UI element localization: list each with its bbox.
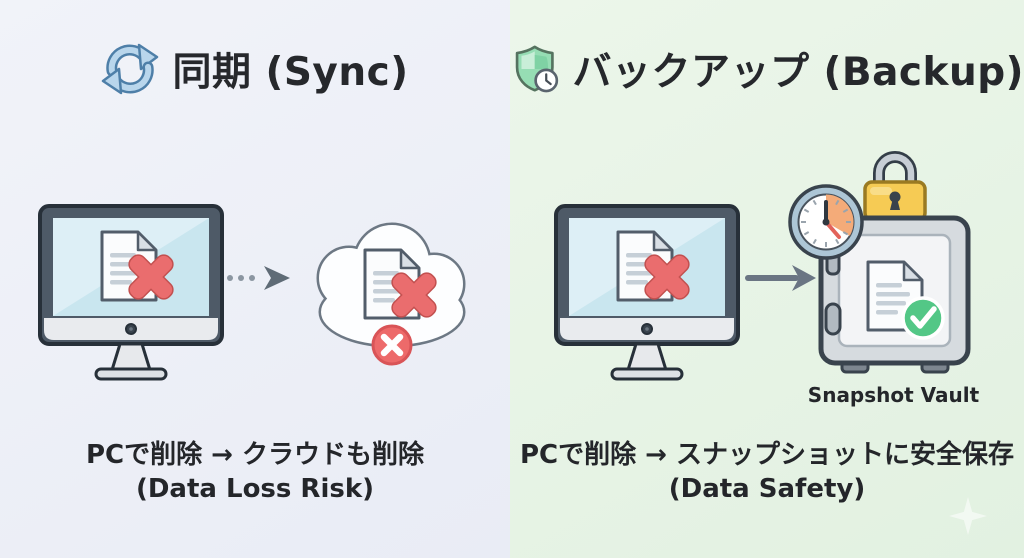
deleted-badge-icon [371, 324, 413, 366]
dotted-arrow-icon [227, 266, 290, 290]
monitor-deleted-file-icon [552, 202, 742, 382]
snapshot-vault-icon [788, 151, 971, 374]
sync-title: 同期 (Sync) [172, 50, 409, 95]
monitor-deleted-file-icon [36, 202, 226, 382]
sync-caption: PCで削除 → クラウドも削除 (Data Loss Risk) [0, 439, 510, 507]
sync-arrows-icon [102, 43, 159, 95]
backup-title: バックアップ (Backup) [572, 50, 1024, 95]
backup-caption: PCで削除 → スナップショットに安全保存 (Data Safety) [510, 439, 1024, 507]
backup-header: バックアップ (Backup) [510, 40, 1024, 98]
backup-caption-line2: (Data Safety) [668, 473, 866, 504]
shield-clock-icon [515, 45, 559, 93]
saved-check-icon [901, 296, 945, 340]
backup-panel: バックアップ (Backup) [510, 0, 1024, 558]
sync-caption-line2: (Data Loss Risk) [135, 473, 375, 504]
backup-caption-line1: PCで削除 → スナップショットに安全保存 [519, 440, 1015, 470]
snapshot-clock-icon [788, 184, 864, 260]
sync-caption-line1: PCで削除 → クラウドも削除 [85, 440, 425, 470]
sync-panel: 同期 (Sync) [0, 0, 510, 558]
vault-label: Snapshot Vault [807, 383, 980, 407]
cloud-deleted-file-icon [316, 222, 466, 366]
padlock-icon [863, 151, 927, 222]
solid-arrow-icon [745, 265, 816, 291]
sync-header: 同期 (Sync) [0, 40, 510, 98]
